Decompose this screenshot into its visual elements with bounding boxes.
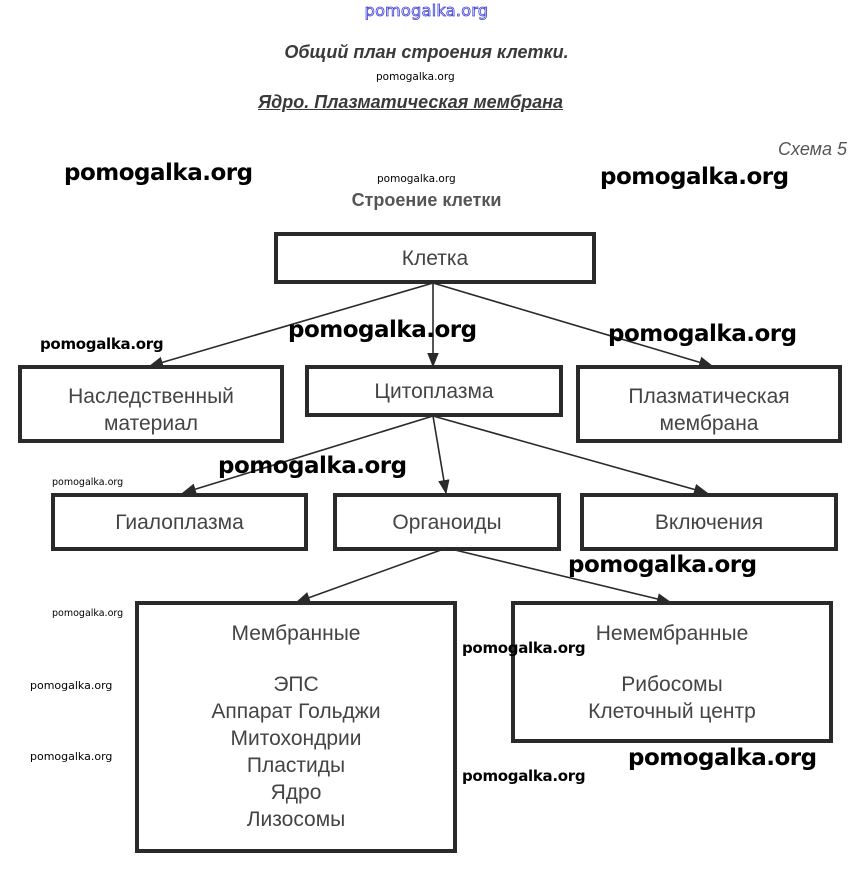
watermark: pomogalka.org — [608, 321, 797, 347]
node-organelles: Органоиды — [333, 493, 561, 551]
node-membrane-line1: Плазматическая — [628, 385, 790, 408]
watermark: pomogalka.org — [30, 679, 113, 692]
watermark: pomogalka.org — [462, 767, 586, 785]
node-inclusions: Включения — [580, 493, 838, 551]
watermark: pomogalka.org — [628, 745, 817, 771]
node-cell: Клетка — [274, 232, 596, 284]
membranous-item: Ядро — [270, 781, 322, 804]
watermark: pomogalka.org — [376, 71, 455, 83]
edge-organelles-nonmembranous — [454, 549, 672, 605]
node-inclusions-label: Включения — [654, 510, 764, 534]
node-cytoplasm: Цитоплазма — [305, 365, 563, 417]
non-membranous-heading: Немембранные — [595, 622, 749, 645]
node-hereditary-material: Наследственный материал — [18, 365, 284, 443]
membranous-item: ЭПС — [273, 673, 319, 696]
node-hyaloplasm: Гиалоплазма — [51, 493, 308, 551]
watermark: pomogalka.org — [218, 453, 407, 479]
node-hyaloplasm-label: Гиалоплазма — [115, 510, 244, 534]
page-title: Общий план строения клетки. — [284, 42, 569, 62]
edge-cytoplasm-hyaloplasm — [181, 415, 434, 495]
edge-cell-membrane — [432, 282, 714, 368]
watermark: pomogalka.org — [568, 552, 757, 578]
node-plasma-membrane: Плазматическая мембрана — [576, 365, 842, 443]
node-membranous-organelles: Мембранные ЭПС Аппарат Гольджи Митохондр… — [135, 601, 457, 853]
node-cytoplasm-label: Цитоплазма — [374, 379, 494, 403]
watermark: pomogalka.org — [462, 639, 586, 657]
schema-label: Схема 5 — [778, 139, 847, 159]
membranous-item: Лизосомы — [246, 808, 346, 831]
membranous-item: Митохондрии — [230, 727, 362, 750]
node-organelles-label: Органоиды — [392, 510, 502, 534]
diagram-title: Строение клетки — [351, 190, 502, 210]
watermark: pomogalka.org — [30, 750, 113, 763]
edge-organelles-membranous — [295, 549, 442, 604]
page-subtitle: Ядро. Плазматическая мембрана — [258, 92, 564, 112]
watermark: pomogalka.org — [377, 173, 456, 185]
membranous-item: Аппарат Гольджи — [211, 700, 381, 723]
edge-cytoplasm-inclusions — [432, 415, 709, 496]
watermark: pomogalka.org — [52, 608, 124, 619]
watermark: pomogalka.org — [40, 335, 164, 353]
node-membrane-line2: мембрана — [659, 412, 759, 435]
edge-cell-hereditary — [148, 282, 434, 368]
node-non-membranous-organelles: Немембранные Рибосомы Клеточный центр — [511, 601, 833, 743]
watermark: pomogalka.org — [64, 160, 253, 186]
node-cell-label: Клетка — [401, 246, 469, 270]
watermark: pomogalka.org — [52, 477, 124, 488]
node-hereditary-line1: Наследственный — [68, 385, 234, 408]
node-hereditary-line2: материал — [103, 412, 199, 435]
membranous-item: Пластиды — [246, 754, 346, 777]
non-membranous-item: Рибосомы — [621, 673, 723, 696]
edge-cytoplasm-organelles — [432, 415, 450, 495]
watermark: pomogalka.org — [600, 164, 789, 190]
top-watermark: pomogalka.org — [364, 1, 489, 21]
membranous-heading: Мембранные — [231, 622, 361, 645]
watermark: pomogalka.org — [288, 317, 477, 343]
non-membranous-item: Клеточный центр — [588, 700, 756, 723]
